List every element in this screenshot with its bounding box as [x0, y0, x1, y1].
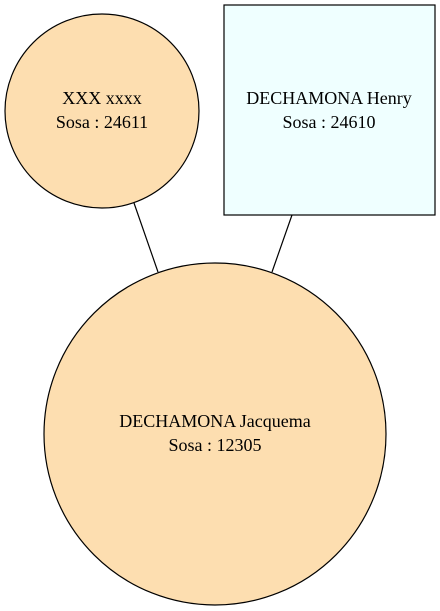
node-father-name: DECHAMONA Henry	[246, 88, 412, 108]
edge-father-to-child	[271, 214, 293, 273]
node-child[interactable]: DECHAMONA Jacquema Sosa : 12305	[43, 262, 387, 606]
edge-mother-to-child	[133, 202, 159, 273]
node-father-box	[223, 4, 436, 216]
node-mother-circle	[4, 13, 200, 209]
node-child-sosa: Sosa : 12305	[168, 435, 261, 455]
node-mother[interactable]: XXX xxxx Sosa : 24611	[4, 13, 200, 209]
node-mother-sosa: Sosa : 24611	[56, 112, 148, 132]
node-child-name: DECHAMONA Jacquema	[119, 411, 310, 431]
node-father-sosa: Sosa : 24610	[282, 112, 375, 132]
node-father[interactable]: DECHAMONA Henry Sosa : 24610	[223, 4, 436, 216]
node-mother-name: XXX xxxx	[62, 88, 142, 108]
node-child-circle	[43, 262, 387, 606]
